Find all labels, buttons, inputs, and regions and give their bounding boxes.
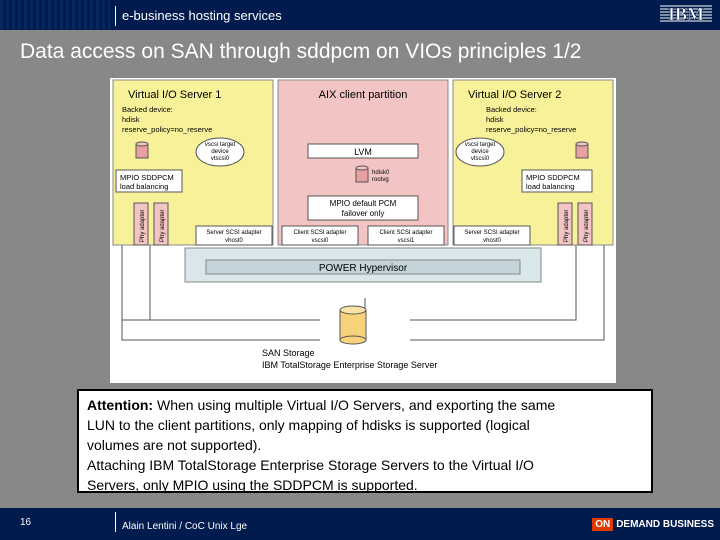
vios2-phy-2-label: Phy adapter <box>584 210 590 242</box>
aix-client-1-1: Client SCSI adapter <box>379 230 432 236</box>
page-number: 16 <box>20 517 32 528</box>
on-demand-logo: ON DEMAND BUSINESS <box>592 516 714 532</box>
vios2-vscsi-3: vtscsi0 <box>471 156 490 162</box>
aix-disk-icon <box>355 165 369 183</box>
attention-line-4: Attaching IBM TotalStorage Enterprise St… <box>87 457 534 473</box>
ibm-logo: IBM <box>660 4 712 24</box>
vios1-phy-adapter-1 <box>133 202 149 246</box>
vios1-phy-2-label: Phy adapter <box>160 210 166 242</box>
san-label-1: SAN Storage <box>262 348 315 358</box>
vios2-vscsi-1: vscsi target <box>465 142 496 148</box>
aix-hdisk-2: rootvg <box>372 177 389 183</box>
vios1-server-scsi-1: Server SCSI adapter <box>206 230 261 236</box>
aix-client-1-2: vscsi1 <box>398 238 415 244</box>
aix-mpio-box <box>307 195 419 221</box>
vios1-title: Virtual I/O Server 1 <box>128 89 221 101</box>
vios2-phy-adapter-2 <box>577 202 593 246</box>
aix-mpio-2: failover only <box>342 209 385 218</box>
vios2-server-scsi-1: Server SCSI adapter <box>464 230 519 236</box>
vios1-server-scsi <box>195 225 273 246</box>
vios1-backed-2: hdisk <box>122 115 140 124</box>
vios1-vscsi-target <box>195 137 245 167</box>
architecture-diagram: Virtual I/O Server 1 Backed device: hdis… <box>110 78 616 383</box>
vios2-disk-icon <box>575 141 589 159</box>
vios2-mpio-2: load balancing <box>526 182 574 191</box>
header-stripes <box>0 0 110 30</box>
vios2-title: Virtual I/O Server 2 <box>468 89 561 101</box>
attention-line-1: Attention: When using multiple Virtual I… <box>87 395 643 415</box>
san-storage-icon <box>339 305 367 345</box>
vios1-vscsi-1: vscsi target <box>205 142 236 148</box>
vios2-mpio-box <box>521 169 593 193</box>
header-bar: e-business hosting services IBM <box>0 0 720 30</box>
attention-bold: Attention: <box>87 397 154 413</box>
vios1-mpio-2: load balancing <box>120 182 168 191</box>
aix-client-scsi-1 <box>367 225 445 246</box>
vios2-mpio-1: MPIO SDDPCM <box>526 173 580 182</box>
attention-line-3: volumes are not supported). <box>87 437 262 453</box>
ibm-logo-text: IBM <box>668 4 704 24</box>
aix-client-0-1: Client SCSI adapter <box>293 230 346 236</box>
vios2-backed-1: Backed device: <box>486 105 537 114</box>
hypervisor-box <box>205 259 521 275</box>
on-demand-text: DEMAND BUSINESS <box>616 518 714 530</box>
aix-lvm: LVM <box>354 147 372 157</box>
attention-note: Attention: When using multiple Virtual I… <box>77 389 653 493</box>
footer-bar: 16 Alain Lentini / CoC Unix Lge ON DEMAN… <box>0 508 720 540</box>
aix-hdisk-1: hdisk0 <box>372 170 390 176</box>
vios2-phy-1-label: Phy adapter <box>564 210 570 242</box>
vios2-phy-adapter-1 <box>557 202 573 246</box>
vios1-server-scsi-2: vhost0 <box>225 238 243 244</box>
vios1-phy-1-label: Phy adapter <box>140 210 146 242</box>
footer-author: Alain Lentini / CoC Unix Lge <box>122 521 248 532</box>
vios1-backed-3: reserve_policy=no_reserve <box>122 125 212 134</box>
vios2-vscsi-2: device <box>471 149 489 155</box>
header-divider <box>115 6 116 26</box>
vios2-server-scsi-2: vhost0 <box>483 238 501 244</box>
on-badge: ON <box>592 517 614 531</box>
footer-divider <box>115 512 116 532</box>
vios2-server-scsi <box>453 225 531 246</box>
aix-mpio-1: MPIO default PCM <box>330 199 397 208</box>
vios1-vscsi-3: vtscsi0 <box>211 156 230 162</box>
slide-title: Data access on SAN through sddpcm on VIO… <box>20 40 582 63</box>
aix-client-0-2: vscsi0 <box>312 238 329 244</box>
aix-lvm-box <box>307 143 419 159</box>
hypervisor-label: POWER Hypervisor <box>319 263 408 274</box>
aix-client-scsi-0 <box>281 225 359 246</box>
vios1-disk-icon <box>135 141 149 159</box>
vios2-backed-3: reserve_policy=no_reserve <box>486 125 576 134</box>
attention-line-2: LUN to the client partitions, only mappi… <box>87 417 530 433</box>
attention-text-1: When using multiple Virtual I/O Servers,… <box>153 397 556 413</box>
vios1-backed-1: Backed device: <box>122 105 173 114</box>
san-label-2: IBM TotalStorage Enterprise Storage Serv… <box>262 360 437 370</box>
header-label: e-business hosting services <box>122 8 282 23</box>
vios1-vscsi-2: device <box>211 149 229 155</box>
vios1-mpio-1: MPIO SDDPCM <box>120 173 174 182</box>
aix-title: AIX client partition <box>319 89 408 101</box>
vios2-vscsi-target <box>455 137 505 167</box>
vios1-mpio-box <box>115 169 183 193</box>
attention-line-5: Servers, only MPIO using the SDDPCM is s… <box>87 477 418 493</box>
vios2-backed-2: hdisk <box>486 115 504 124</box>
vios1-phy-adapter-2 <box>153 202 169 246</box>
